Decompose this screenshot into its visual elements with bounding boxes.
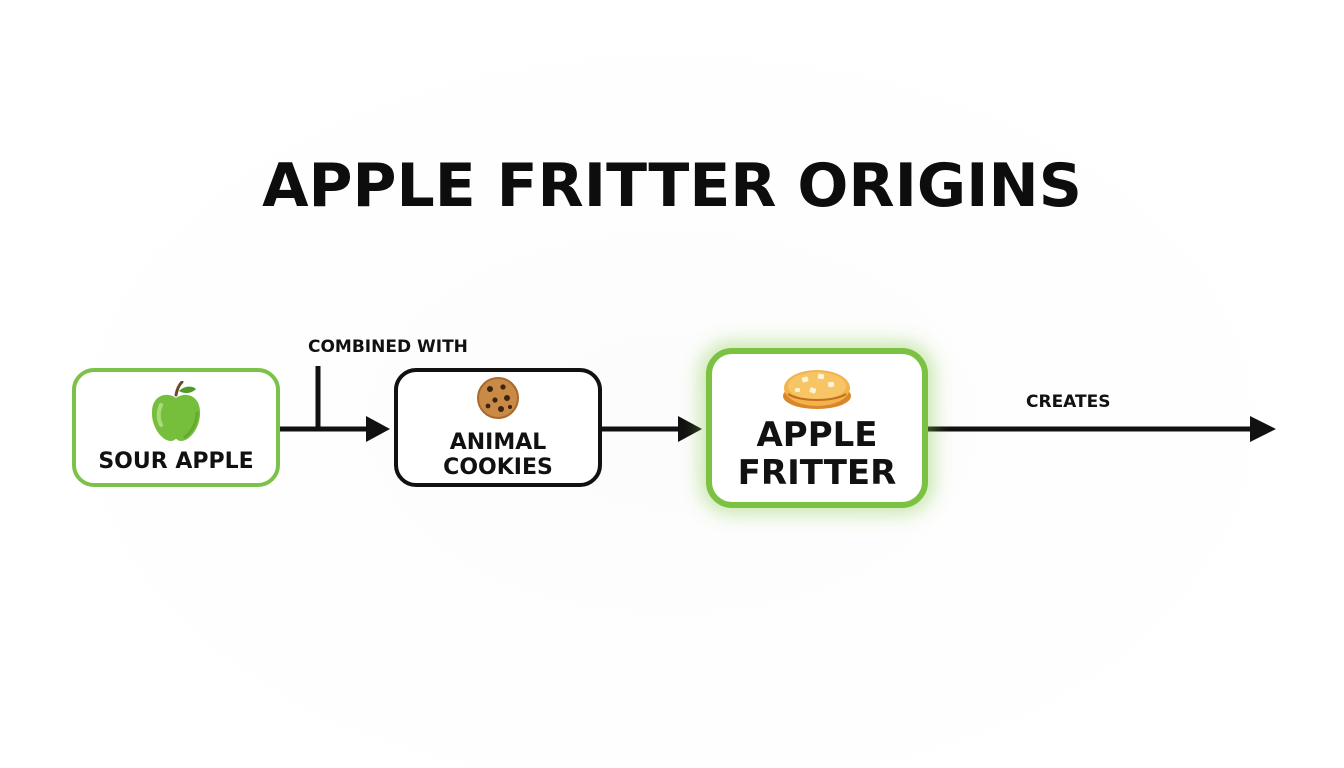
arrowhead-sour-to-cookies: [366, 416, 390, 442]
node-sour-apple: SOUR APPLE: [72, 368, 280, 487]
green-apple-icon: [151, 381, 201, 441]
creates-label: CREATES: [1026, 392, 1111, 412]
node-apple-fritter: APPLE FRITTER: [706, 348, 928, 508]
node-animal-cookies: ANIMAL COOKIES: [394, 368, 602, 487]
node-apple-fritter-label-line1: APPLE: [756, 415, 878, 455]
node-sour-apple-label: SOUR APPLE: [98, 449, 254, 474]
arrowhead-cookies-to-fritter: [678, 416, 702, 442]
node-animal-cookies-label-line1: ANIMAL: [449, 429, 547, 455]
node-animal-cookies-label-line2: COOKIES: [443, 454, 553, 480]
cookie-icon: [477, 376, 519, 419]
diagram-title: APPLE FRITTER ORIGINS: [262, 151, 1082, 221]
node-apple-fritter-label-line2: FRITTER: [737, 453, 897, 493]
fritter-pastry-icon: [783, 370, 851, 409]
arrowhead-fritter-creates: [1250, 416, 1276, 442]
combined-with-label: COMBINED WITH: [308, 337, 468, 357]
